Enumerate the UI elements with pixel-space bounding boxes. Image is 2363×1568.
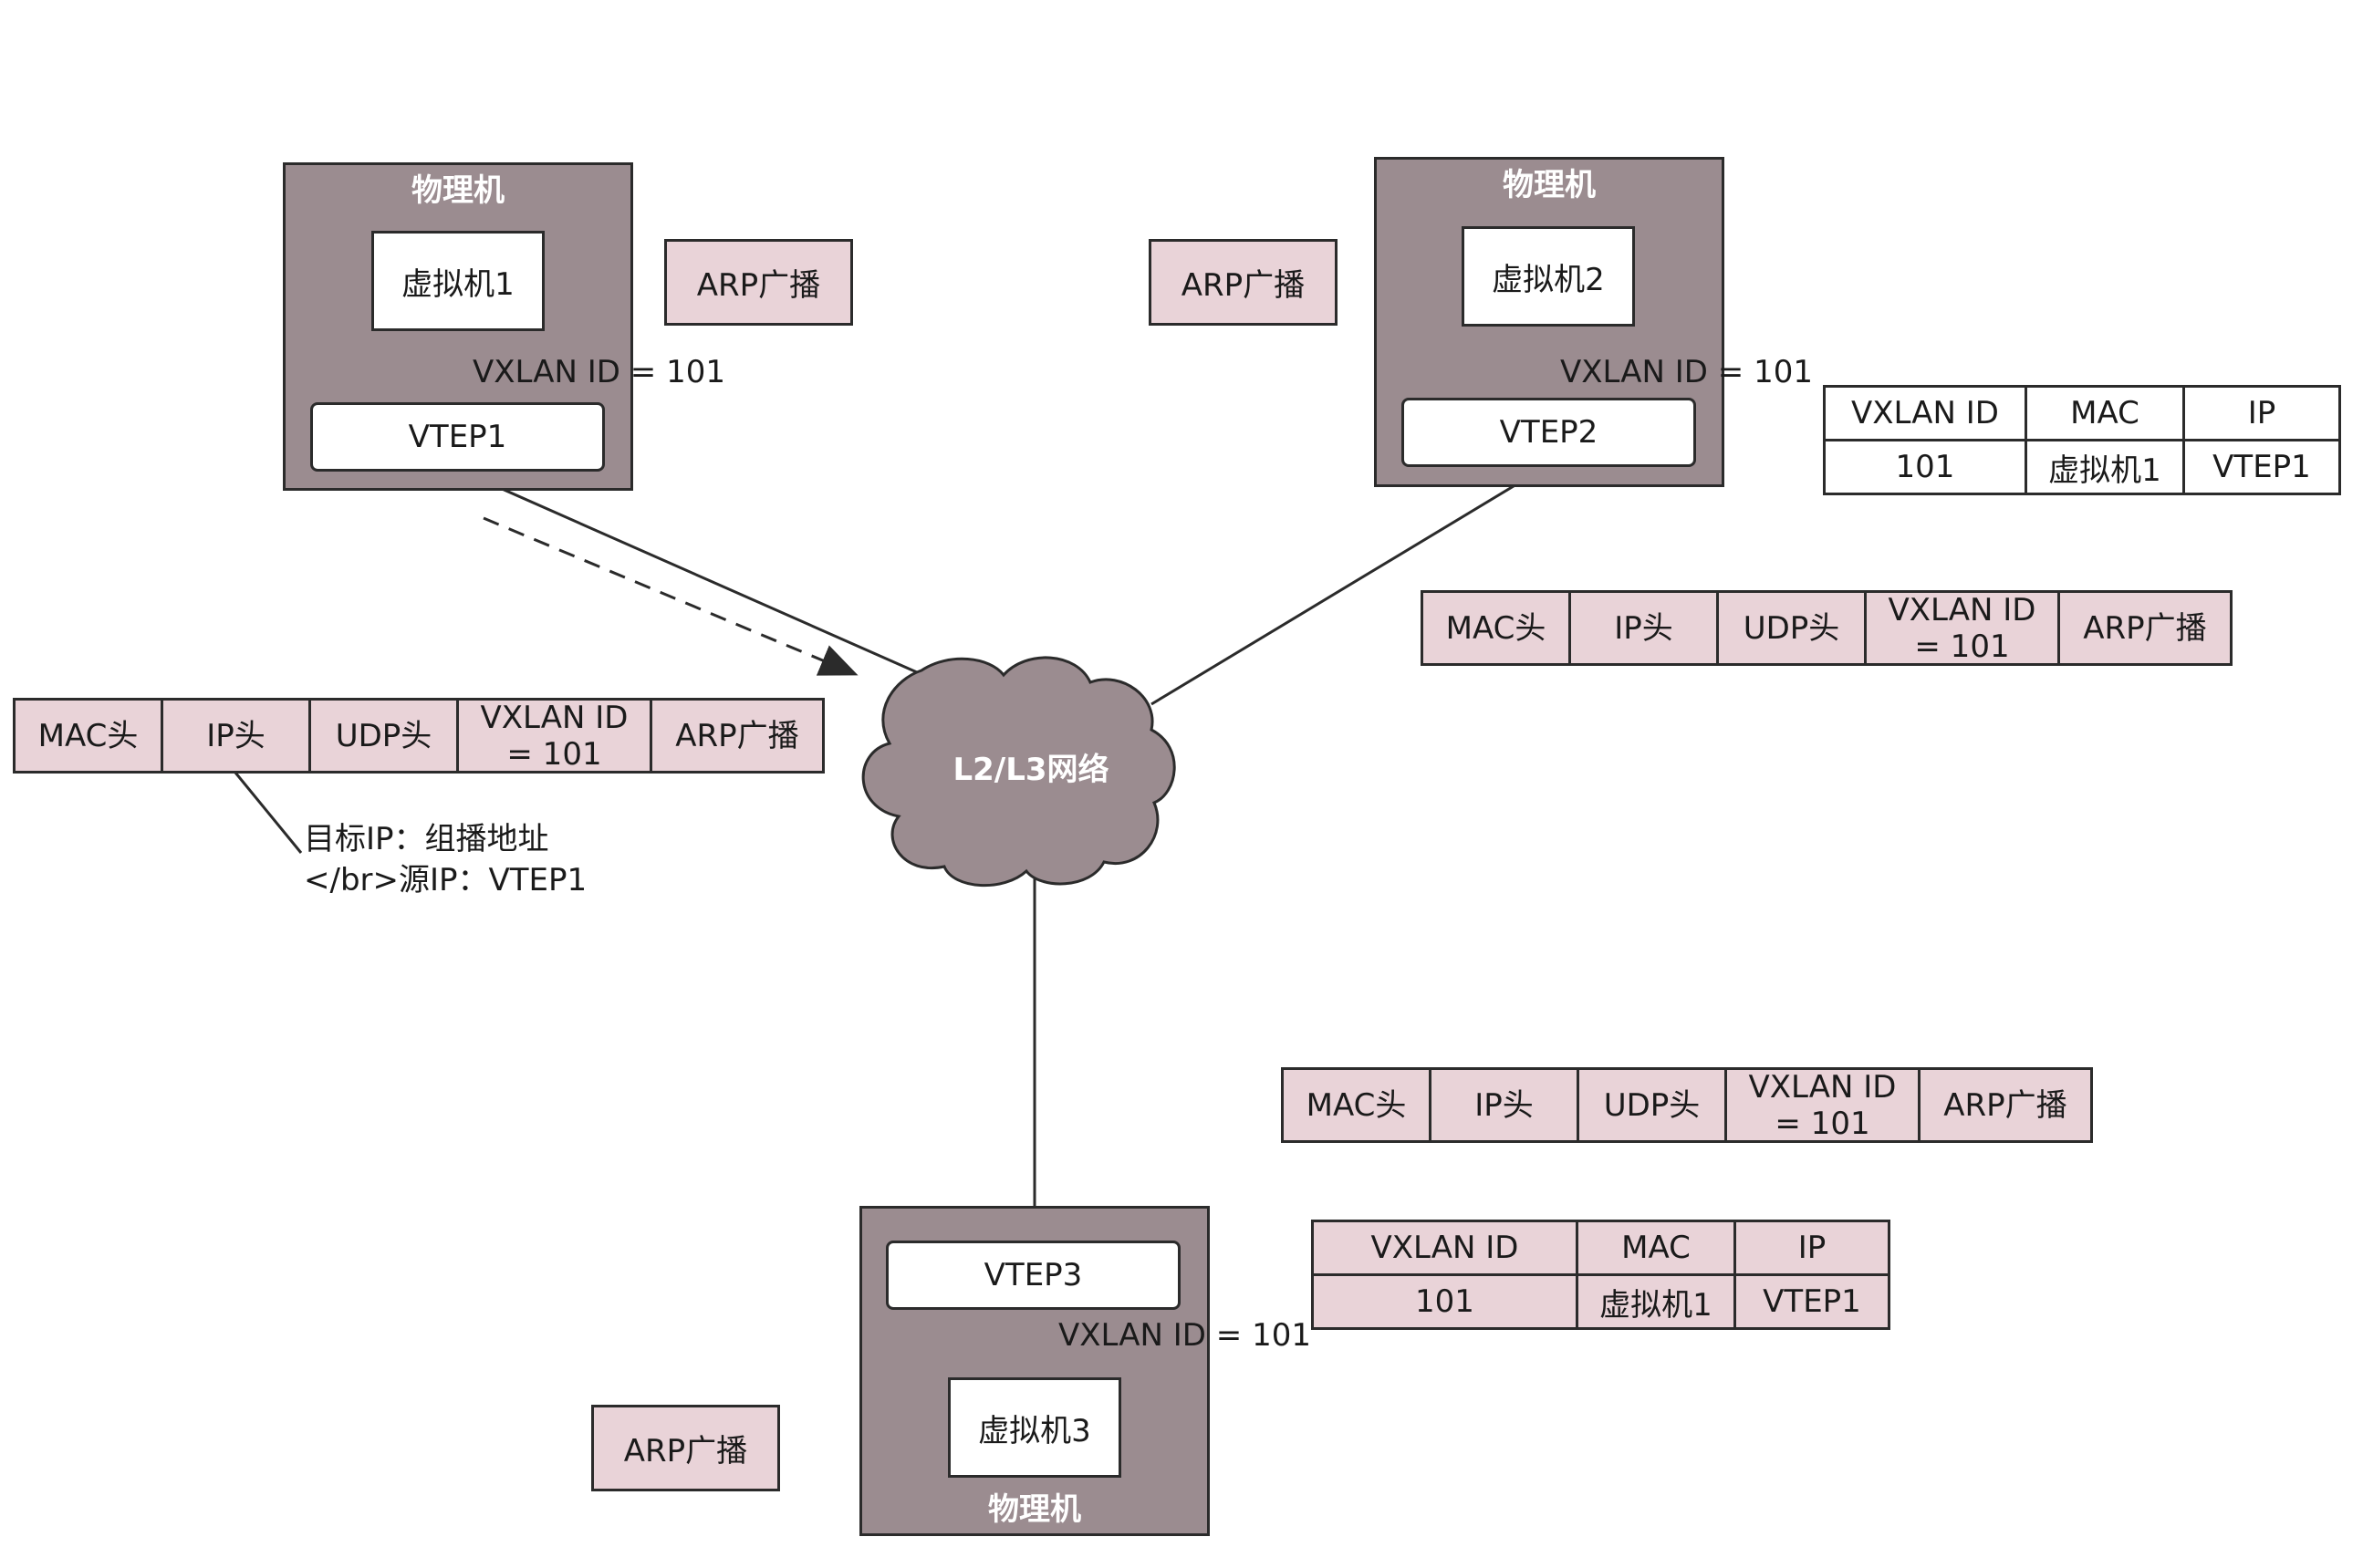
fdb-cell-ip: VTEP1: [1733, 1273, 1890, 1330]
network-label: L2/L3网络: [952, 751, 1109, 788]
fdb-table-host3: VXLAN ID MAC IP 101 虚拟机1 VTEP1: [1311, 1220, 1890, 1330]
arp-tag-1-label: ARP广播: [696, 267, 821, 304]
packet-cell-vxlan: VXLAN ID = 101: [1748, 1068, 1897, 1142]
packet-to-host3: MAC头 IP头 UDP头 VXLAN ID = 101 ARP广播: [1281, 1067, 2093, 1143]
host3-vxlan-label: VXLAN ID = 101: [1058, 1317, 1311, 1354]
fdb-cell-vxlan: 101: [1823, 439, 2027, 495]
fdb-header-row: VXLAN ID MAC IP: [1311, 1220, 1890, 1276]
packet-cell-udp: UDP头: [311, 701, 459, 771]
packet-cell-vxlan: VXLAN ID = 101: [1888, 591, 2036, 665]
fdb-cell-mac: 虚拟机1: [2025, 439, 2185, 495]
packet-cell-mac: MAC头: [1284, 1070, 1431, 1140]
host3-title: 物理机: [988, 1491, 1081, 1528]
packet-cell-arp: ARP广播: [2083, 609, 2207, 647]
host3-vm: 虚拟机3: [948, 1377, 1121, 1478]
arp-tag-2-label: ARP广播: [1181, 267, 1306, 304]
fdb-header-mac: MAC: [1576, 1220, 1736, 1276]
fdb-header-ip: IP: [2182, 385, 2341, 441]
fdb-header-vxlan: VXLAN ID: [1823, 385, 2027, 441]
host2-vxlan-label: VXLAN ID = 101: [1560, 354, 1813, 390]
link-vtep2-network: [1150, 463, 1549, 706]
fdb-header-mac: MAC: [2025, 385, 2185, 441]
host2-vm: 虚拟机2: [1462, 226, 1635, 327]
host3-vm-label: 虚拟机3: [978, 1412, 1091, 1449]
host1-vtep-label: VTEP1: [408, 419, 507, 455]
fdb-cell-mac: 虚拟机1: [1576, 1273, 1736, 1330]
host3-vtep: VTEP3: [886, 1241, 1181, 1310]
broadcast-arrow: [483, 516, 859, 676]
packet-cell-udp: UDP头: [1579, 1070, 1727, 1140]
packet-note-line2: </br>源IP：VTEP1: [304, 862, 588, 898]
host1-vxlan-label: VXLAN ID = 101: [473, 354, 725, 390]
packet-cell-ip: IP头: [1431, 1070, 1579, 1140]
host2-title: 物理机: [1503, 167, 1596, 203]
packet-note-line1: 目标IP：组播地址: [304, 821, 549, 857]
packet-from-host1: MAC头 IP头 UDP头 VXLAN ID = 101 ARP广播: [13, 698, 825, 774]
host1-vm-label: 虚拟机1: [401, 265, 515, 303]
packet-cell-udp: UDP头: [1719, 593, 1867, 663]
arp-tag-3-label: ARP广播: [623, 1433, 748, 1469]
host1-vm: 虚拟机1: [371, 231, 545, 331]
packet-cell-vxlan: VXLAN ID = 101: [480, 699, 629, 773]
packet-cell-arp: ARP广播: [1943, 1086, 2067, 1124]
arp-tag-2: ARP广播: [1149, 239, 1338, 326]
fdb-cell-vxlan: 101: [1311, 1273, 1578, 1330]
packet-cell-mac: MAC头: [16, 701, 163, 771]
packet-cell-ip: IP头: [1571, 593, 1719, 663]
packet-cell-mac: MAC头: [1423, 593, 1571, 663]
fdb-header-row: VXLAN ID MAC IP: [1823, 385, 2341, 441]
fdb-header-ip: IP: [1733, 1220, 1890, 1276]
arp-tag-3: ARP广播: [591, 1405, 780, 1491]
host3-vtep-label: VTEP3: [984, 1257, 1083, 1293]
arp-tag-1: ARP广播: [664, 239, 853, 326]
packet-note-leader: [234, 772, 303, 854]
network-label-wrap: L2/L3网络: [926, 743, 1136, 789]
fdb-row: 101 虚拟机1 VTEP1: [1823, 439, 2341, 495]
fdb-row: 101 虚拟机1 VTEP1: [1311, 1273, 1890, 1330]
fdb-table-host2: VXLAN ID MAC IP 101 虚拟机1 VTEP1: [1823, 385, 2341, 495]
host1-title: 物理机: [411, 172, 505, 209]
packet-cell-arp: ARP广播: [675, 717, 799, 754]
fdb-header-vxlan: VXLAN ID: [1311, 1220, 1578, 1276]
packet-to-host2: MAC头 IP头 UDP头 VXLAN ID = 101 ARP广播: [1421, 590, 2233, 666]
link-vtep1-network: [460, 469, 918, 674]
host2-vtep: VTEP2: [1401, 398, 1696, 467]
host1-vtep: VTEP1: [310, 402, 605, 472]
host2-vtep-label: VTEP2: [1499, 414, 1598, 451]
network-cloud: [861, 656, 1176, 888]
host2-vm-label: 虚拟机2: [1492, 261, 1605, 298]
packet-cell-ip: IP头: [163, 701, 311, 771]
fdb-cell-ip: VTEP1: [2182, 439, 2341, 495]
